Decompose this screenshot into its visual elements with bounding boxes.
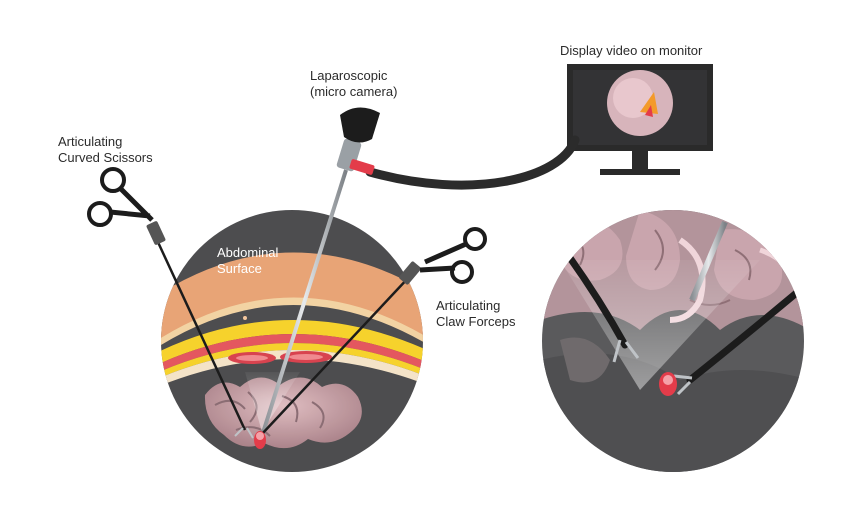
camera-label-line1: Laparoscopic	[310, 68, 388, 83]
monitor-screen-image	[607, 70, 673, 136]
curved-scissors	[87, 167, 254, 439]
surface-label-line1: Abdominal	[217, 245, 279, 260]
camera-label: Laparoscopic (micro camera)	[310, 68, 397, 100]
forceps-label-line2: Claw Forceps	[436, 314, 516, 329]
laparoscope	[260, 107, 380, 437]
scissors-label-line1: Articulating	[58, 134, 123, 149]
camera-label-line2: (micro camera)	[310, 84, 398, 99]
surface-label: Abdominal Surface	[217, 245, 278, 277]
surface-label-line2: Surface	[217, 261, 262, 276]
camera-cable	[365, 135, 580, 190]
scissors-label-line2: Curved Scissors	[58, 150, 153, 165]
monitor-label: Display video on monitor	[560, 43, 702, 59]
surface-pointer-dot	[243, 316, 247, 320]
scissors-label: Articulating Curved Scissors	[58, 134, 153, 166]
forceps-label-line1: Articulating	[436, 298, 501, 313]
internal-view-circle	[542, 210, 804, 472]
monitor-label-text: Display video on monitor	[560, 43, 703, 58]
claw-forceps	[261, 227, 487, 435]
monitor	[567, 64, 713, 175]
forceps-label: Articulating Claw Forceps	[436, 298, 515, 330]
abdomen-cross-section	[161, 210, 423, 472]
